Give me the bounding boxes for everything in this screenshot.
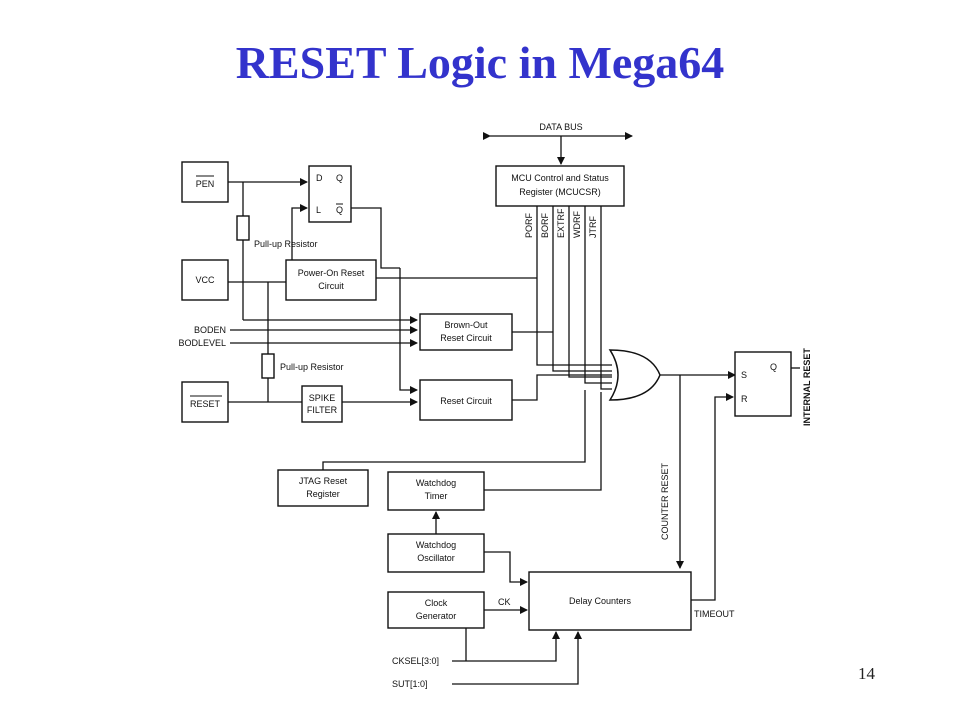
pullup-resistor-bottom: Pull-up Resistor: [261, 353, 344, 402]
boden-label: BODEN: [194, 325, 226, 335]
svg-text:FILTER: FILTER: [307, 405, 338, 415]
svg-text:Pull-up Resistor: Pull-up Resistor: [280, 362, 344, 372]
sut-label: SUT[1:0]: [392, 679, 428, 689]
svg-text:Q: Q: [770, 362, 777, 372]
svg-text:Register (MCUCSR): Register (MCUCSR): [519, 187, 601, 197]
svg-text:VCC: VCC: [195, 275, 215, 285]
reset-pin: RESET: [181, 381, 229, 423]
ck-label: CK: [498, 597, 511, 607]
jtag-reset-register: JTAG Reset Register: [277, 469, 369, 507]
page-number: 14: [858, 664, 875, 683]
or-gate: [608, 349, 661, 401]
svg-text:D: D: [316, 173, 323, 183]
svg-text:Circuit: Circuit: [318, 281, 344, 291]
svg-text:L: L: [316, 205, 321, 215]
svg-text:PEN: PEN: [196, 179, 215, 189]
vcc-pin: VCC: [181, 259, 229, 301]
svg-text:JTAG Reset: JTAG Reset: [299, 476, 348, 486]
pen-pin: PEN: [181, 161, 229, 203]
timeout-label: TIMEOUT: [694, 609, 735, 619]
svg-text:Register: Register: [306, 489, 340, 499]
svg-text:S: S: [741, 370, 747, 380]
delay-counters: Delay Counters: [528, 571, 692, 631]
reset-circuit: Reset Circuit: [419, 379, 513, 421]
sr-latch: S R Q: [734, 351, 792, 417]
svg-text:Brown-Out: Brown-Out: [444, 320, 488, 330]
svg-text:RESET: RESET: [190, 399, 221, 409]
flag-jtrf: JTRF: [588, 216, 598, 238]
d-latch: D Q L Q: [308, 165, 352, 223]
data-bus: DATA BUS: [483, 122, 633, 165]
bodlevel-label: BODLEVEL: [178, 338, 226, 348]
flag-wdrf: WDRF: [572, 211, 582, 238]
cksel-label: CKSEL[3:0]: [392, 656, 439, 666]
internal-reset-label: INTERNAL RESET: [802, 348, 812, 426]
svg-text:Watchdog: Watchdog: [416, 478, 456, 488]
power-on-reset-circuit: Power-On Reset Circuit: [285, 259, 377, 301]
brown-out-reset-circuit: Brown-Out Reset Circuit: [419, 313, 513, 351]
svg-text:SPIKE: SPIKE: [309, 393, 336, 403]
flag-wires: [536, 206, 612, 390]
clock-generator: Clock Generator: [387, 591, 485, 629]
spike-filter: SPIKE FILTER: [301, 385, 343, 423]
svg-text:Q: Q: [336, 205, 343, 215]
svg-text:R: R: [741, 394, 748, 404]
svg-text:Oscillator: Oscillator: [417, 553, 455, 563]
svg-text:Reset Circuit: Reset Circuit: [440, 396, 492, 406]
svg-text:Clock: Clock: [425, 598, 448, 608]
status-flags: PORF BORF EXTRF WDRF JTRF: [524, 208, 598, 238]
pullup-resistor-top: Pull-up Resistor: [236, 182, 318, 282]
svg-text:Q: Q: [336, 173, 343, 183]
svg-text:MCU Control and Status: MCU Control and Status: [511, 173, 609, 183]
svg-text:Watchdog: Watchdog: [416, 540, 456, 550]
flag-borf: BORF: [540, 212, 550, 238]
svg-text:Generator: Generator: [416, 611, 457, 621]
svg-text:Power-On Reset: Power-On Reset: [298, 268, 365, 278]
watchdog-oscillator: Watchdog Oscillator: [387, 533, 485, 573]
flag-porf: PORF: [524, 212, 534, 238]
data-bus-label: DATA BUS: [539, 122, 582, 132]
svg-text:Pull-up Resistor: Pull-up Resistor: [254, 239, 318, 249]
slide-title: RESET Logic in Mega64: [235, 37, 725, 88]
watchdog-timer: Watchdog Timer: [387, 471, 485, 511]
counter-reset-label: COUNTER RESET: [660, 462, 670, 540]
svg-text:Timer: Timer: [425, 491, 448, 501]
svg-text:Delay Counters: Delay Counters: [569, 596, 632, 606]
bod-inputs: BODEN BODLEVEL: [178, 282, 418, 348]
mcucsr-register: MCU Control and Status Register (MCUCSR): [495, 165, 625, 207]
flag-extrf: EXTRF: [556, 208, 566, 238]
cksel-sut-inputs: CKSEL[3:0] SUT[1:0]: [392, 628, 582, 689]
svg-text:Reset Circuit: Reset Circuit: [440, 333, 492, 343]
